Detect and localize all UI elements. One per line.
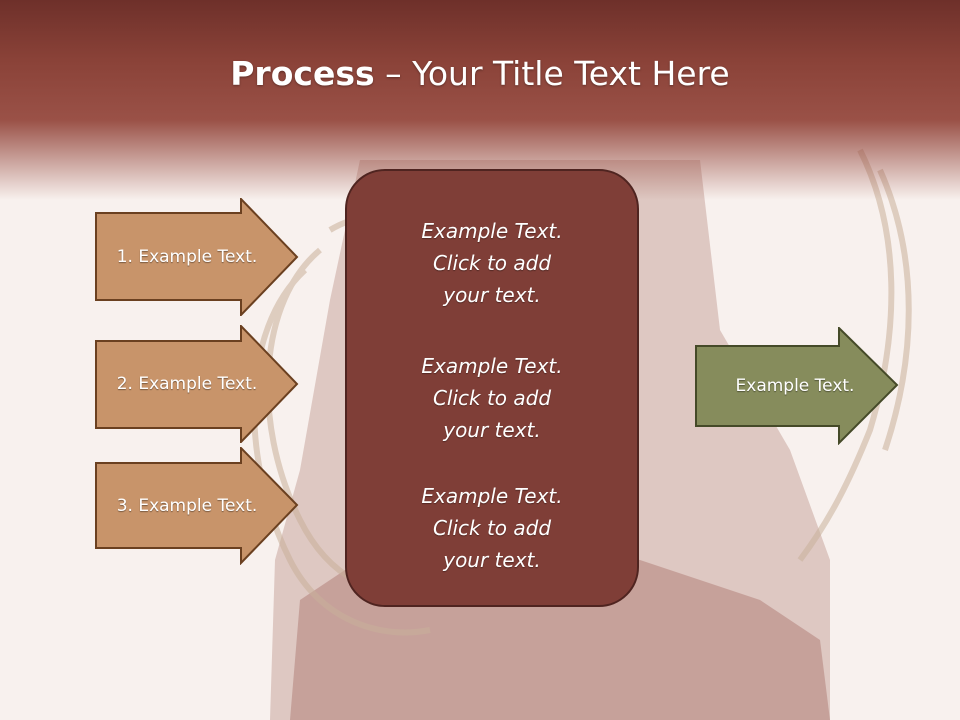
- center-text-line: your text.: [443, 548, 541, 572]
- center-text-line: Example Text.: [421, 484, 563, 508]
- title-rest: – Your Title Text Here: [374, 54, 730, 93]
- left-arrow-label: 1. Example Text.: [116, 247, 258, 267]
- center-text-line: your text.: [443, 283, 541, 307]
- center-text-line: your text.: [443, 418, 541, 442]
- center-content-box[interactable]: Example Text. Click to add your text. Ex…: [345, 169, 639, 607]
- center-text-line: Click to add: [432, 251, 552, 275]
- left-arrow-2[interactable]: 2. Example Text.: [95, 325, 299, 443]
- left-arrow-label: 3. Example Text.: [116, 496, 258, 516]
- right-arrow-label: Example Text.: [735, 376, 855, 396]
- left-arrow-1[interactable]: 1. Example Text.: [95, 198, 299, 316]
- center-text-line: Example Text.: [421, 219, 563, 243]
- arrow-shape: [95, 447, 299, 565]
- center-text-line: Click to add: [432, 516, 552, 540]
- arrow-shape: [95, 198, 299, 316]
- arrow-shape: [95, 325, 299, 443]
- center-text-block-1: Example Text. Click to add your text.: [347, 215, 637, 311]
- left-arrow-3[interactable]: 3. Example Text.: [95, 447, 299, 565]
- center-text-line: Click to add: [432, 386, 552, 410]
- title-band: [0, 0, 960, 200]
- slide-title[interactable]: Process – Your Title Text Here: [0, 48, 960, 100]
- center-text-line: Example Text.: [421, 354, 563, 378]
- center-text-block-3: Example Text. Click to add your text.: [347, 480, 637, 576]
- arrow-shape: [695, 327, 899, 445]
- title-bold: Process: [230, 54, 375, 93]
- center-text-block-2: Example Text. Click to add your text.: [347, 350, 637, 446]
- right-arrow[interactable]: Example Text.: [695, 327, 899, 445]
- left-arrow-label: 2. Example Text.: [116, 374, 258, 394]
